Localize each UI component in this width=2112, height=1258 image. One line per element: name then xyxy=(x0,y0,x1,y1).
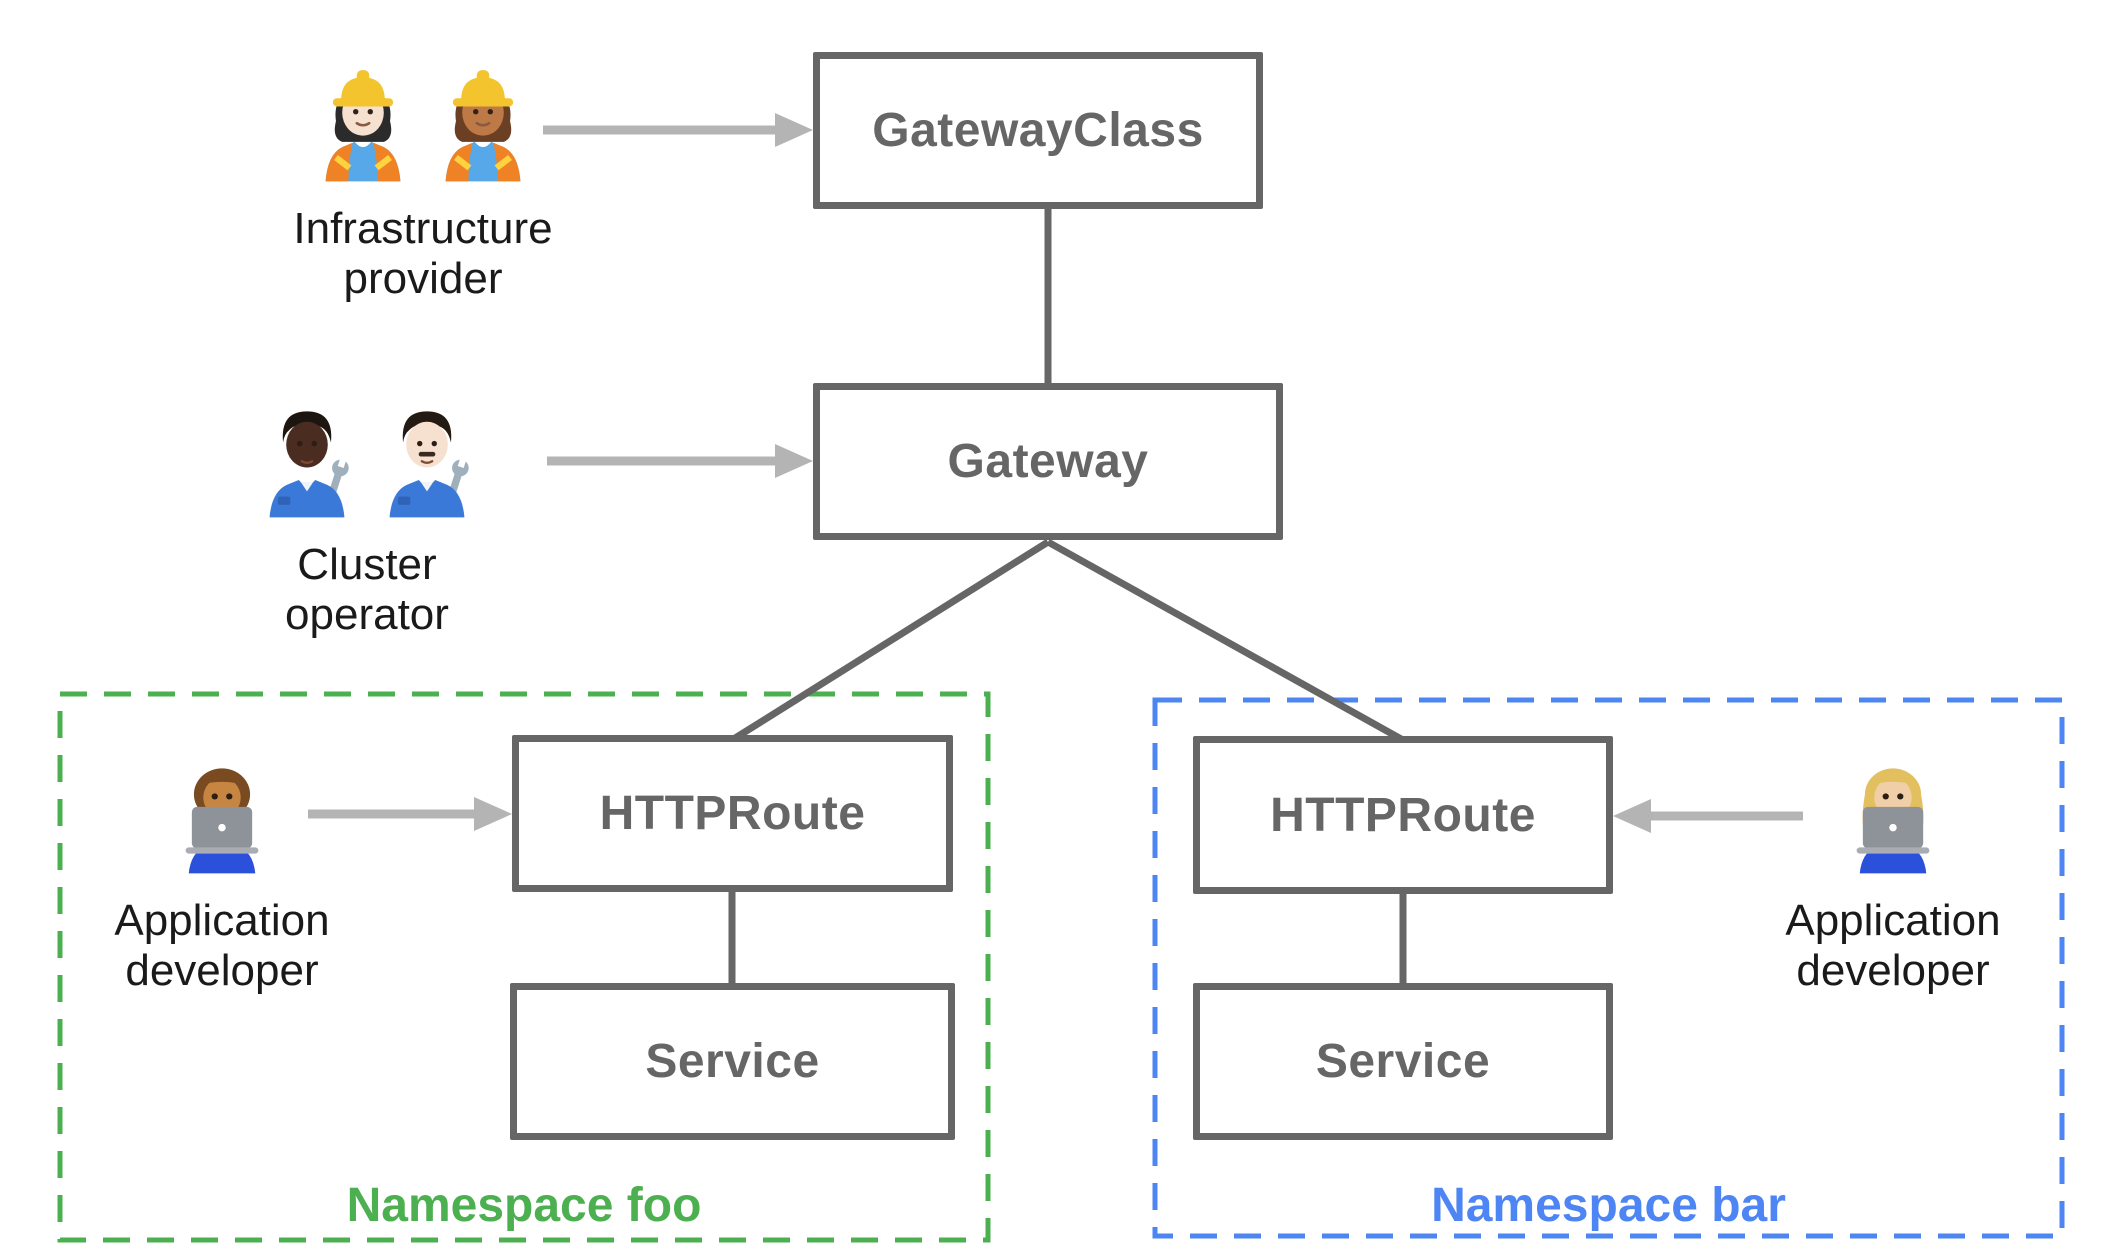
gatewayclass-label: GatewayClass xyxy=(872,104,1204,157)
gateway-node: Gateway xyxy=(813,383,1283,540)
application-developer-bar-icons xyxy=(1841,748,1945,874)
application-developer-foo-label: Application developer xyxy=(114,896,329,996)
mechanic-dark-icon xyxy=(255,392,359,518)
namespace-foo-boundary xyxy=(57,691,991,1243)
actor-label-line: developer xyxy=(125,946,319,995)
man-technologist-icon xyxy=(170,748,274,874)
actor-label-line: Application xyxy=(1785,896,2001,945)
service-foo-label: Service xyxy=(645,1035,820,1088)
edge-gateway-to-httproute-foo xyxy=(730,539,1050,743)
actor-label-line: Cluster xyxy=(297,540,437,589)
arrow-infrastructure-to-gatewayclass xyxy=(543,113,813,147)
service-bar-label: Service xyxy=(1315,1035,1491,1088)
cluster-operator-actor: Cluster operator xyxy=(187,392,547,640)
cluster-operator-label: Cluster operator xyxy=(285,540,449,640)
namespace-bar-boundary xyxy=(1152,697,2065,1239)
arrow-cluster-operator-to-gateway xyxy=(547,444,813,478)
infrastructure-provider-actor: Infrastructure provider xyxy=(243,56,603,304)
application-developer-bar-label: Application developer xyxy=(1785,896,2000,996)
woman-construction-worker-medium-icon xyxy=(431,56,535,182)
edge-gateway-to-httproute-bar xyxy=(1046,538,1405,744)
application-developer-foo-icons xyxy=(170,748,274,874)
application-developer-foo-actor: Application developer xyxy=(42,748,402,996)
arrow-appdev-to-httproute-bar xyxy=(1613,799,1803,833)
arrow-appdev-to-httproute-foo xyxy=(308,797,512,831)
gateway-label: Gateway xyxy=(947,435,1149,488)
actor-label-line: Application xyxy=(114,896,330,945)
httproute-foo-label: HTTPRoute xyxy=(599,787,866,840)
infrastructure-provider-label: Infrastructure provider xyxy=(293,204,552,304)
httproute-bar-node: HTTPRoute xyxy=(1193,736,1613,894)
httproute-bar-label: HTTPRoute xyxy=(1270,788,1536,842)
gatewayclass-node: GatewayClass xyxy=(813,52,1263,209)
man-mechanic-light-icon xyxy=(375,392,479,518)
namespace-foo-label: Namespace foo xyxy=(346,1179,702,1232)
service-bar-node: Service xyxy=(1193,983,1613,1140)
service-foo-node: Service xyxy=(510,983,955,1140)
actor-label-line: developer xyxy=(1796,946,1990,995)
actor-label-line: Infrastructure xyxy=(293,204,553,253)
cluster-operator-icons xyxy=(255,392,479,518)
namespace-bar-label: Namespace bar xyxy=(1431,1179,1786,1232)
application-developer-bar-actor: Application developer xyxy=(1713,748,2073,996)
woman-construction-worker-light-icon xyxy=(311,56,415,182)
woman-technologist-icon xyxy=(1841,748,1945,874)
httproute-foo-node: HTTPRoute xyxy=(512,735,953,892)
infrastructure-provider-icons xyxy=(311,56,535,182)
actor-label-line: operator xyxy=(285,590,449,639)
actor-label-line: provider xyxy=(343,254,503,303)
